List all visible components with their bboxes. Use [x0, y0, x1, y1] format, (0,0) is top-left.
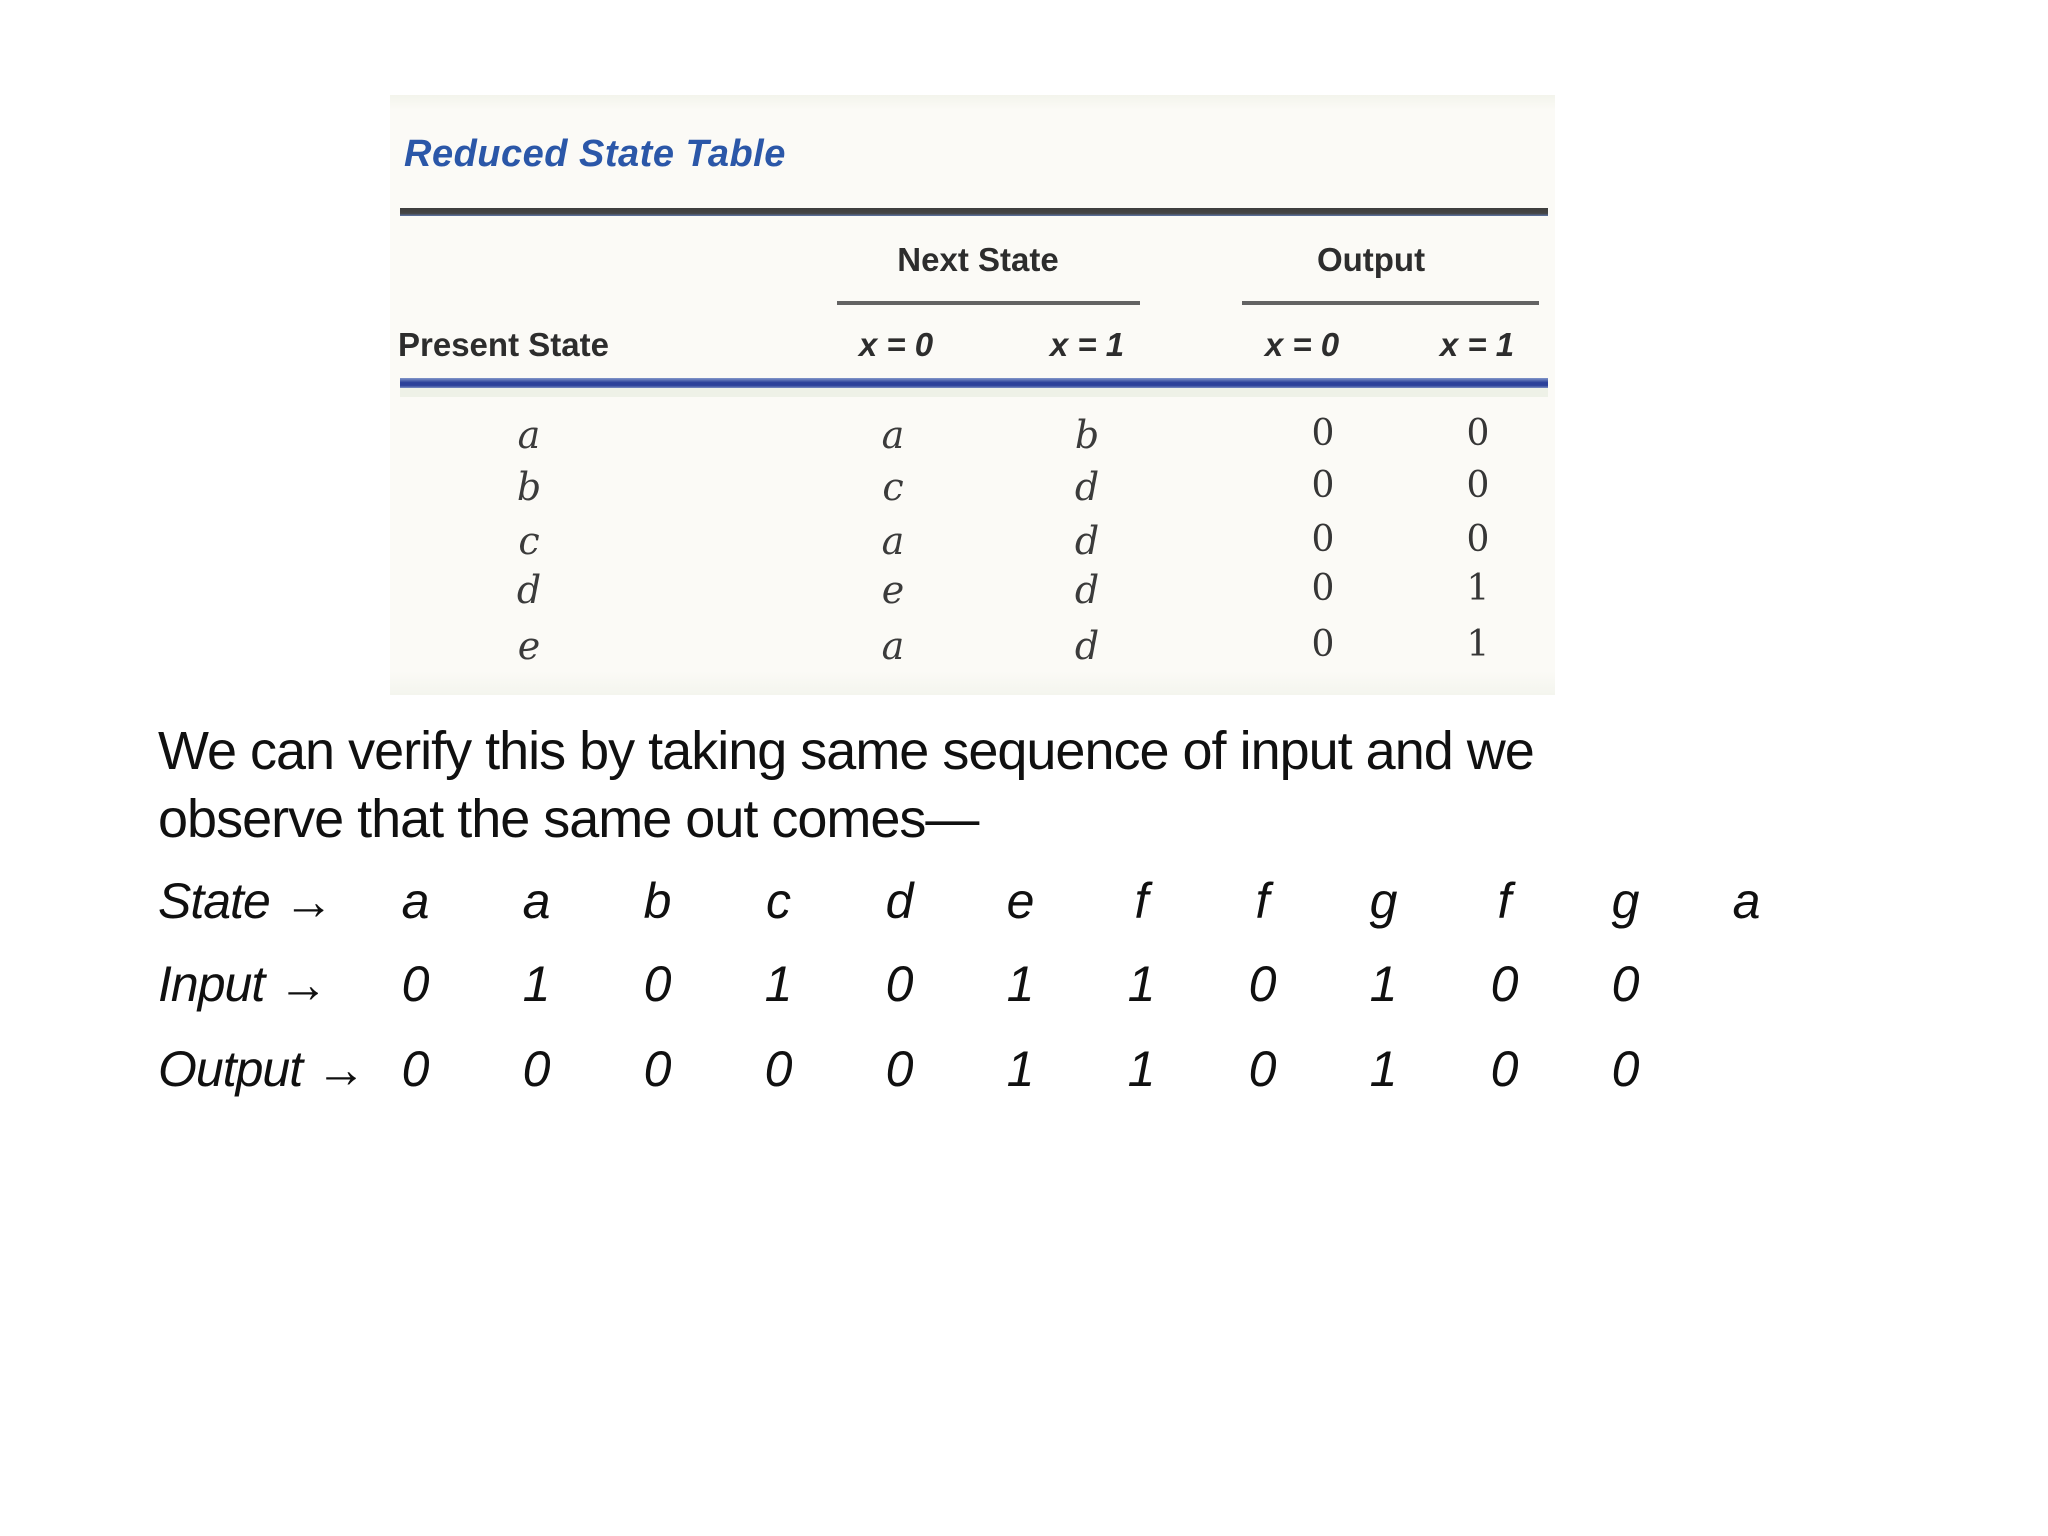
right-arrow-icon: →	[278, 954, 329, 1014]
state-seq-value: d	[885, 873, 914, 929]
state-seq-value: b	[643, 873, 672, 929]
input-seq-value: 0	[1611, 956, 1640, 1012]
output-x0-cell: 0	[1311, 568, 1335, 609]
table-row: a a b 0 0	[390, 413, 1555, 461]
state-sequence-label: State	[158, 873, 271, 929]
next-state-x1-cell: d	[1074, 519, 1100, 563]
next-state-underline-rule	[837, 301, 1140, 305]
next-state-x0-cell: e	[881, 568, 905, 612]
output-x1-cell: 1	[1466, 624, 1490, 665]
output-seq-value: 0	[522, 1041, 551, 1097]
next-state-x1-cell: d	[1074, 568, 1100, 612]
right-arrow-icon: →	[283, 871, 334, 931]
right-arrow-icon: →	[316, 1039, 367, 1099]
output-group-header: Output	[1316, 241, 1426, 278]
state-seq-value: f	[1255, 873, 1270, 929]
output-seq-value: 0	[764, 1041, 793, 1097]
state-seq-value: a	[522, 873, 551, 929]
output-seq-value: 1	[1127, 1041, 1156, 1097]
header-separator-blue-rule	[400, 378, 1548, 388]
output-seq-value: 0	[885, 1041, 914, 1097]
table-row: d e d 0 1	[390, 568, 1555, 616]
present-state-cell: d	[516, 568, 542, 612]
state-seq-value: g	[1369, 873, 1398, 929]
output-sequence-row: Output→ 0 0 0 0 0 1 1 0 1 0 0	[158, 1040, 1958, 1104]
next-state-x1-cell: d	[1074, 624, 1100, 668]
next-state-x0-cell: c	[882, 465, 904, 509]
input-seq-value: 1	[1369, 956, 1398, 1012]
output-x0-cell: 0	[1311, 413, 1335, 454]
input-seq-value: 1	[1127, 956, 1156, 1012]
output-x0-cell: 0	[1311, 624, 1335, 665]
input-seq-value: 1	[522, 956, 551, 1012]
state-seq-value: f	[1497, 873, 1512, 929]
input-seq-value: 0	[401, 956, 430, 1012]
paragraph-line-2: observe that the same out comes—	[158, 789, 979, 849]
output-seq-value: 0	[401, 1041, 430, 1097]
output-x0-cell: 0	[1311, 519, 1335, 560]
output-seq-value: 0	[643, 1041, 672, 1097]
next-state-x0-cell: a	[881, 519, 905, 563]
output-underline-rule	[1242, 301, 1539, 305]
state-seq-value: a	[1732, 873, 1761, 929]
output-seq-value: 0	[1490, 1041, 1519, 1097]
input-seq-value: 1	[764, 956, 793, 1012]
next-state-x1-cell: b	[1074, 413, 1100, 457]
output-x1-cell: 0	[1466, 413, 1490, 454]
next-state-x1-header: x = 1	[1049, 326, 1125, 363]
next-state-group-header: Next State	[897, 241, 1059, 278]
output-x0-header: x = 0	[1264, 326, 1340, 363]
input-sequence-row: Input→ 0 1 0 1 0 1 1 0 1 0 0	[158, 955, 1958, 1019]
output-seq-value: 0	[1248, 1041, 1277, 1097]
output-x1-cell: 0	[1466, 519, 1490, 560]
input-seq-value: 0	[1248, 956, 1277, 1012]
present-state-cell: a	[517, 413, 541, 457]
input-sequence-label: Input	[158, 956, 265, 1012]
state-sequence-row: State→ a a b c d e f f g f g a	[158, 872, 1958, 936]
input-seq-value: 0	[885, 956, 914, 1012]
input-seq-value: 0	[1490, 956, 1519, 1012]
table-top-rule	[400, 208, 1548, 216]
input-seq-value: 1	[1006, 956, 1035, 1012]
output-x1-header: x = 1	[1439, 326, 1515, 363]
next-state-x0-cell: a	[881, 624, 905, 668]
state-seq-value: e	[1006, 873, 1035, 929]
next-state-x0-header: x = 0	[858, 326, 934, 363]
present-state-header: Present State	[398, 326, 609, 363]
output-seq-value: 1	[1369, 1041, 1398, 1097]
output-seq-value: 0	[1611, 1041, 1640, 1097]
present-state-cell: e	[517, 624, 541, 668]
output-seq-value: 1	[1006, 1041, 1035, 1097]
table-row: e a d 0 1	[390, 624, 1555, 672]
table-title: Reduced State Table	[404, 133, 786, 175]
output-x0-cell: 0	[1311, 465, 1335, 506]
paragraph-line-1: We can verify this by taking same sequen…	[158, 721, 1535, 781]
table-row: c a d 0 0	[390, 519, 1555, 567]
output-x1-cell: 0	[1466, 465, 1490, 506]
reduced-state-table-scan: Reduced State Table Next State Output Pr…	[390, 95, 1555, 695]
next-state-x1-cell: d	[1074, 465, 1100, 509]
state-seq-value: g	[1611, 873, 1640, 929]
output-sequence-label: Output	[158, 1041, 303, 1097]
scan-artifact-band	[400, 388, 1548, 397]
present-state-cell: b	[516, 465, 542, 509]
output-x1-cell: 1	[1466, 568, 1490, 609]
state-seq-value: f	[1134, 873, 1149, 929]
input-seq-value: 0	[643, 956, 672, 1012]
table-row: b c d 0 0	[390, 465, 1555, 513]
state-seq-value: a	[401, 873, 430, 929]
next-state-x0-cell: a	[881, 413, 905, 457]
state-seq-value: c	[766, 873, 791, 929]
present-state-cell: c	[518, 519, 540, 563]
